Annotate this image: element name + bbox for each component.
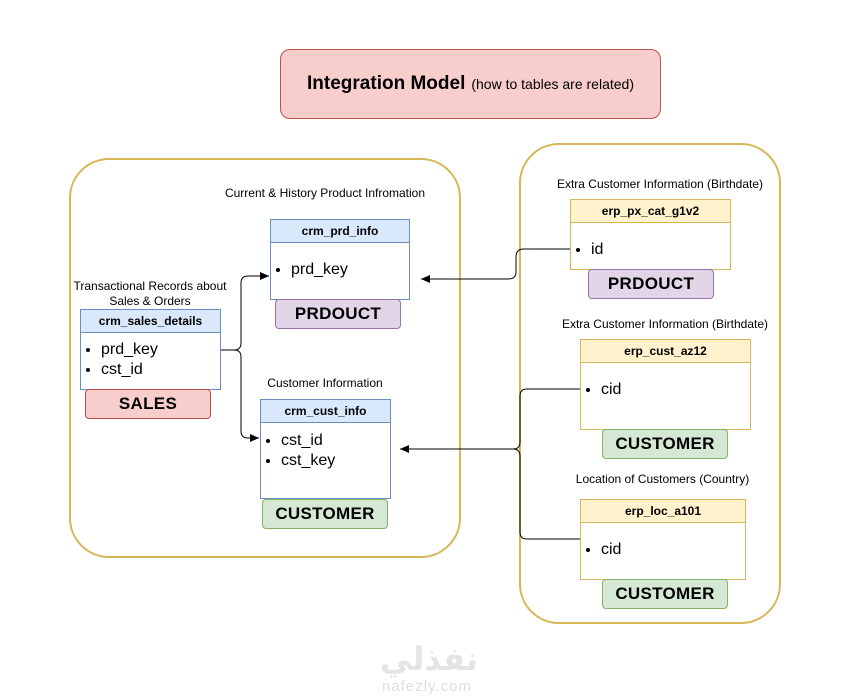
table-erp-px-cat-g1v2[interactable]: erp_px_cat_g1v2 id [570,199,731,270]
edge-sales-to-cust [221,349,259,442]
field-cid: cid [601,540,745,560]
badge-crm-sales: SALES [85,389,211,419]
table-header: crm_prd_info [271,220,409,243]
table-erp-loc-a101[interactable]: erp_loc_a101 cid [580,499,746,580]
watermark-arabic: نفذلي [380,641,478,677]
watermark-latin: nafezly.com [382,678,472,695]
caption-crm-prd: Current & History Product Infromation [224,186,426,200]
edge-sales-to-prd [221,272,269,351]
table-erp-cust-az12[interactable]: erp_cust_az12 cid [580,339,751,430]
table-crm-prd-info[interactable]: crm_prd_info prd_key [270,219,410,300]
caption-crm-sales-line1: Transactional Records about [73,279,227,293]
caption-erp-cust: Extra Customer Information (Birthdate) [561,317,769,331]
table-crm-cust-info[interactable]: crm_cust_info cst_id cst_key [260,399,391,499]
edge-erp-loc-to-cust [512,448,580,540]
crm-source-group [69,158,461,558]
caption-crm-sales: Transactional Records about Sales & Orde… [62,279,238,309]
field-cst-id: cst_id [281,431,390,451]
caption-crm-sales-line2: Sales & Orders [109,294,191,308]
table-crm-sales-details[interactable]: crm_sales_details prd_key cst_id [80,309,221,390]
badge-erp-customer-loc: CUSTOMER [602,579,728,609]
field-prd-key: prd_key [101,340,220,360]
caption-erp-loc: Location of Customers (Country) [575,472,750,486]
edge-erp-cust-to-cust [400,388,580,453]
field-id: id [591,240,730,260]
caption-crm-cust: Customer Information [267,376,383,390]
field-cst-key: cst_key [281,451,390,471]
table-header: erp_px_cat_g1v2 [571,200,730,223]
badge-erp-product: PRDOUCT [588,269,714,299]
title-main: Integration Model [307,73,466,94]
table-header: erp_loc_a101 [581,500,745,523]
table-header: erp_cust_az12 [581,340,750,363]
table-header: crm_cust_info [261,400,390,423]
diagram-title: Integration Model (how to tables are rel… [280,49,661,119]
field-prd-key: prd_key [291,260,409,280]
edge-erp-px-to-prd [421,248,570,283]
badge-crm-customer: CUSTOMER [262,499,388,529]
caption-erp-px: Extra Customer Information (Birthdate) [556,177,764,191]
field-cid: cid [601,380,750,400]
badge-crm-product: PRDOUCT [275,299,401,329]
badge-erp-customer-az12: CUSTOMER [602,429,728,459]
erp-source-group [519,143,781,624]
table-header: crm_sales_details [81,310,220,333]
field-cst-id: cst_id [101,360,220,380]
title-subtitle: (how to tables are related) [471,76,634,92]
